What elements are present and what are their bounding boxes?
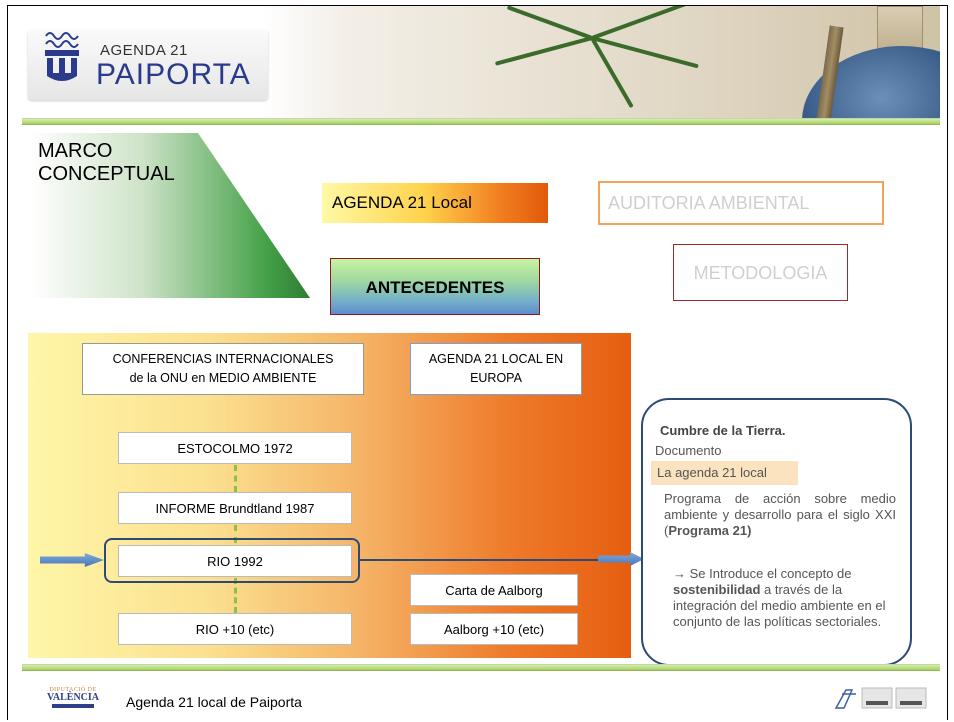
rio-highlight [104,538,360,583]
event-rio-10[interactable]: RIO +10 (etc) [118,613,352,645]
footer-text: Agenda 21 local de Paiporta [126,694,302,710]
event-rio-1992[interactable]: RIO 1992 [118,545,352,577]
timeline-connector [234,525,237,543]
diputacio-logo-bar [52,704,94,708]
right-arrow-icon [598,552,644,566]
header-photo [262,6,940,119]
detail-program-bold: Programa 21) [668,523,752,538]
logo-subtitle: AGENDA 21 [100,42,188,59]
event-aalborg-10[interactable]: Aalborg +10 (etc) [410,613,578,645]
detail-intro-bold: sostenibilidad [673,582,761,597]
diputacio-logo-line2: VALÈNCIA [46,692,100,703]
detail-intro-prefix: → Se Introduce el concepto de [673,566,852,581]
footer-divider [22,664,940,671]
agenda-local-button[interactable]: AGENDA 21 Local [322,183,548,223]
paiporta-logo-icon [45,32,79,81]
detail-intro: → Se Introduce el concepto de sostenibil… [673,566,899,630]
detail-program: Programa de acción sobre medio ambiente … [664,491,896,539]
logo-title: PAIPORTA [96,58,251,91]
event-carta-aalborg[interactable]: Carta de Aalborg [410,574,578,606]
detail-doc-name: La agenda 21 local [651,461,798,485]
certification-logos-icon [834,687,927,709]
palm-frond [591,6,706,40]
europa-line1: AGENDA 21 LOCAL EN [428,352,564,366]
slide-frame [7,5,948,720]
diputacio-logo-line1: DIPUTACIÓ DE [49,687,97,693]
palm-frond [506,6,593,40]
timeline-connector [234,578,237,613]
header-divider [22,118,940,125]
europa-line2: EUROPA [470,371,522,385]
event-estocolmo[interactable]: ESTOCOLMO 1972 [118,432,352,464]
conferencias-line1: CONFERENCIAS INTERNACIONALES [112,352,334,366]
timeline-connector [234,465,237,492]
event-brundtland[interactable]: INFORME Brundtland 1987 [118,492,352,524]
detail-doc-label: Documento [655,443,722,458]
conferencias-line2: de la ONU en MEDIO AMBIENTE [129,371,317,385]
detail-title: Cumbre de la Tierra. [660,423,786,438]
palm-frond [494,36,593,66]
detail-program-text: Programa de acción sobre medio ambiente … [664,491,896,538]
left-arrow-icon [40,553,104,567]
section-title: MARCO CONCEPTUAL [38,140,175,186]
diputacio-logo: DIPUTACIÓ DE VALÈNCIA [44,687,102,713]
header-banner [22,6,940,119]
rio-link-line [360,559,605,561]
section-title-line2: CONCEPTUAL [38,163,175,185]
detail-panel [641,398,912,666]
europa-box: AGENDA 21 LOCAL EN EUROPA [410,343,582,395]
section-title-line1: MARCO [38,140,113,162]
metodologia-button[interactable]: METODOLOGIA [673,244,848,301]
detail-intro-suffix: a través de la integración del medio amb… [673,582,886,629]
conferencias-box: CONFERENCIAS INTERNACIONALES de la ONU e… [82,343,364,395]
antecedentes-button[interactable]: ANTECEDENTES [330,258,540,315]
auditoria-button[interactable]: AUDITORIA AMBIENTAL [598,181,884,225]
